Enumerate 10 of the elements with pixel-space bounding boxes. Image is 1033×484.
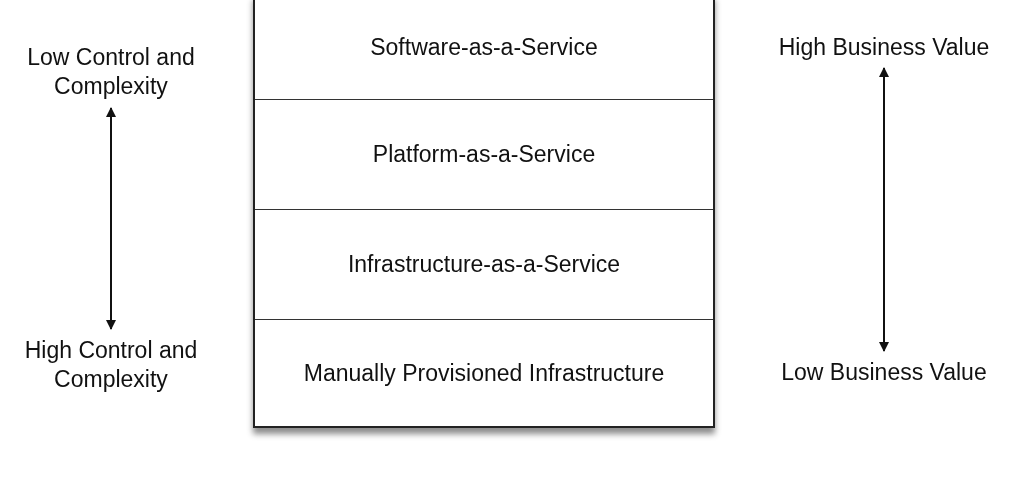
axis-label: Low Business Value xyxy=(735,355,1033,389)
layer-label: Manually Provisioned Infrastructure xyxy=(303,358,665,388)
layer-label: Infrastructure-as-a-Service xyxy=(347,250,621,279)
axis-label: High Business Value xyxy=(735,30,1033,64)
double-arrow xyxy=(879,67,889,352)
axis-label: Low Control and Complexity xyxy=(0,40,222,104)
axis-label: High Control and Complexity xyxy=(0,333,222,397)
layer-label: Software-as-a-Service xyxy=(370,33,598,62)
double-arrow xyxy=(106,107,116,330)
layer-label: Platform-as-a-Service xyxy=(372,140,596,169)
